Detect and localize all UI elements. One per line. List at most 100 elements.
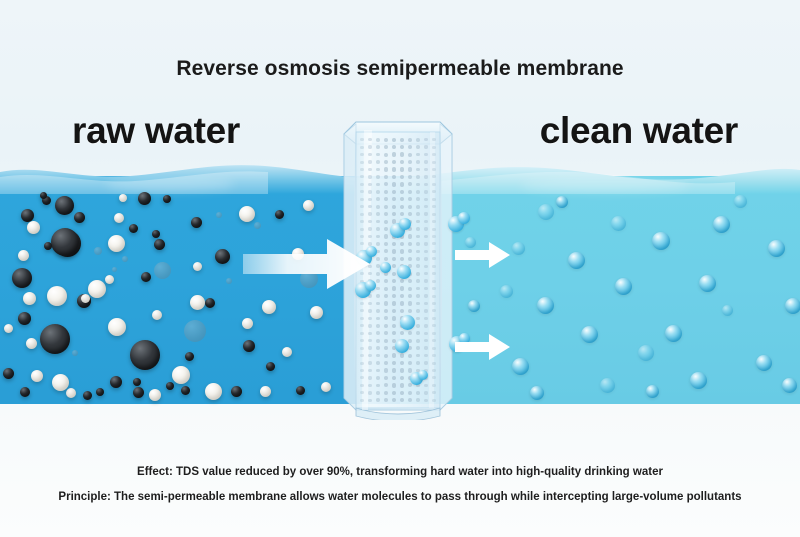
membrane-pore — [432, 309, 436, 313]
contaminant-particle — [185, 352, 194, 361]
membrane-pore — [432, 354, 436, 358]
water-droplet — [600, 378, 615, 393]
membrane-pore — [424, 353, 428, 358]
membrane-pore — [376, 353, 380, 358]
membrane-pore — [360, 190, 364, 194]
membrane-pore — [424, 383, 428, 388]
contaminant-particle — [40, 192, 47, 199]
membrane-pore — [376, 346, 380, 351]
membrane-pore — [424, 346, 428, 350]
membrane-pore — [368, 190, 372, 194]
contaminant-particle — [266, 362, 275, 371]
membrane-pore — [407, 375, 413, 380]
membrane-pore — [432, 301, 436, 306]
membrane-pore — [376, 331, 380, 336]
membrane-pore — [376, 376, 380, 380]
contaminant-particle — [4, 324, 13, 333]
membrane-pore — [391, 316, 397, 321]
membrane-pore — [399, 278, 405, 284]
membrane-pore — [360, 383, 364, 387]
membrane-pore — [391, 286, 397, 291]
membrane-pore — [391, 144, 397, 150]
membrane-pore — [399, 375, 405, 381]
membrane-pore — [391, 338, 397, 343]
membrane-pore — [424, 152, 428, 157]
membrane-pore — [376, 368, 380, 373]
contaminant-particle — [114, 213, 124, 223]
membrane-pore — [432, 197, 436, 201]
membrane-pore — [383, 331, 389, 336]
membrane-pore — [360, 227, 364, 231]
membrane-pore — [399, 256, 405, 262]
membrane-pore — [376, 234, 380, 239]
permeating-droplet — [399, 218, 411, 230]
membrane-pore — [368, 212, 372, 216]
contaminant-particle — [83, 391, 92, 400]
contaminant-particle — [40, 324, 70, 354]
membrane-pore — [407, 152, 413, 157]
contaminant-particle — [191, 217, 202, 228]
outflow-arrow-upper — [455, 242, 511, 268]
membrane-pore — [407, 390, 413, 395]
contaminant-particle — [141, 272, 151, 282]
membrane-pore — [376, 294, 380, 298]
membrane-pore — [416, 182, 420, 187]
membrane-pore — [407, 398, 413, 403]
water-droplet — [538, 204, 554, 220]
membrane-pore — [376, 309, 380, 313]
contaminant-particle — [96, 388, 104, 396]
water-sheen-left — [105, 176, 235, 192]
membrane-pore — [399, 204, 405, 209]
membrane-pore — [368, 316, 372, 321]
membrane-pore — [424, 242, 428, 246]
membrane-pore — [383, 346, 389, 351]
membrane-pore — [407, 256, 413, 261]
membrane-pore — [368, 138, 372, 142]
membrane-pore — [399, 249, 405, 254]
membrane-pore — [360, 339, 364, 343]
contaminant-particle — [231, 386, 242, 397]
membrane-pore — [391, 398, 397, 403]
membrane-pore — [360, 346, 364, 350]
water-droplet — [768, 240, 785, 257]
membrane-pore — [407, 167, 413, 172]
contaminant-particle — [42, 196, 51, 205]
membrane-pore — [391, 390, 397, 396]
membrane-pore — [432, 249, 436, 253]
membrane-pore — [376, 323, 380, 328]
membrane-pore — [368, 160, 372, 164]
membrane-pore — [399, 360, 405, 366]
membrane-pore — [391, 293, 397, 299]
water-droplet — [665, 325, 682, 342]
membrane-pore — [368, 353, 372, 358]
membrane-pore — [407, 346, 413, 351]
membrane-pore — [416, 390, 420, 395]
permeating-droplet — [418, 370, 428, 380]
membrane-pore — [424, 138, 428, 142]
membrane-pore — [391, 197, 397, 202]
membrane-pore — [432, 361, 436, 365]
contaminant-particle — [23, 292, 36, 305]
contaminant-particle — [108, 235, 125, 252]
membrane-pore — [383, 152, 389, 157]
permeating-droplet — [365, 280, 376, 291]
membrane-pore — [432, 220, 436, 224]
membrane-pore — [416, 279, 420, 284]
membrane-pore — [407, 331, 413, 336]
membrane-pore — [416, 264, 420, 269]
membrane-pore — [416, 197, 420, 202]
membrane-pore — [383, 323, 389, 328]
membrane-pore — [360, 153, 364, 157]
membrane-pore — [368, 205, 372, 209]
membrane-pore — [432, 234, 436, 239]
membrane-pore — [407, 212, 413, 217]
membrane-pore — [416, 309, 420, 313]
membrane-pore — [432, 339, 436, 343]
membrane-pore — [368, 272, 372, 276]
contaminant-particle — [215, 249, 230, 264]
membrane-pore — [416, 249, 420, 254]
membrane-pore — [368, 368, 372, 373]
membrane-pore — [376, 264, 380, 269]
contaminant-particle — [243, 340, 255, 352]
contaminant-particle — [205, 383, 222, 400]
